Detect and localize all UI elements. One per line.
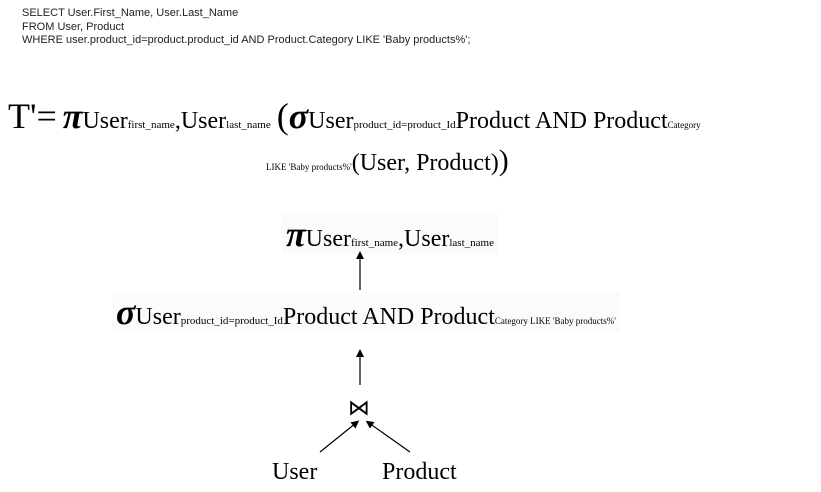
open-paren: ( <box>276 96 289 136</box>
projection-user-2: User <box>180 108 227 134</box>
first-name-subscript: first_name <box>127 119 175 131</box>
leaf-user-label: User <box>272 459 318 485</box>
product-and-product: Product AND Product <box>455 108 668 134</box>
expression-lhs: T'= <box>8 96 57 136</box>
like-subscript: LIKE 'Baby products%' <box>266 162 352 172</box>
tree-last-name-subscript: last_name <box>449 237 494 249</box>
selection-symbol: σ <box>288 96 309 136</box>
selection-user: User <box>308 108 354 134</box>
tree-leaf-user: User <box>272 460 317 484</box>
join-symbol: ⋈ <box>348 396 370 421</box>
category-subscript: Category <box>667 120 701 130</box>
tree-projection-symbol: π <box>286 214 306 254</box>
tree-join-node: ⋈ <box>348 398 370 420</box>
sql-select-line: SELECT User.First_Name, User.Last_Name <box>22 7 239 19</box>
tree-projection-node: πUserfirst_name,Userlast_name <box>282 214 498 254</box>
edge-user-to-join <box>319 420 360 453</box>
tree-comma: , <box>398 226 405 252</box>
sql-from-line: FROM User, Product <box>22 20 125 33</box>
projection-symbol: π <box>62 96 83 136</box>
tree-selection-user: User <box>135 304 181 330</box>
edge-product-to-join <box>365 420 411 453</box>
tree-selection-symbol: σ <box>116 292 136 332</box>
tree-projection-user-2: User <box>404 226 450 252</box>
leaf-product-label: Product <box>382 459 457 485</box>
tree-leaf-product: Product <box>382 460 457 484</box>
algebra-expression-line-2: LIKE 'Baby products%'(User, Product)) <box>266 146 509 176</box>
tree-product-id-subscript: product_id=product_Id <box>180 315 283 327</box>
close-paren: ) <box>498 144 509 177</box>
tree-product-and-product: Product AND Product <box>282 304 495 330</box>
tree-category-like-subscript: Category LIKE 'Baby products%' <box>494 316 616 326</box>
projection-user: User <box>82 108 128 134</box>
algebra-expression-line-1: T'= πUserfirst_name,Userlast_name (σUser… <box>8 98 701 134</box>
sql-where-line: WHERE user.product_id=product.product_id… <box>22 34 471 46</box>
product-id-subscript: product_id=product_Id <box>353 119 456 131</box>
tree-projection-user: User <box>305 226 351 252</box>
comma: , <box>174 108 181 134</box>
last-name-subscript: last_name <box>226 119 271 131</box>
tree-selection-node: σUserproduct_id=product_IdProduct AND Pr… <box>112 292 620 332</box>
tree-first-name-subscript: first_name <box>350 237 399 249</box>
relations: (User, Product) <box>351 150 499 176</box>
sql-query: SELECT User.First_Name, User.Last_Name F… <box>22 7 470 48</box>
